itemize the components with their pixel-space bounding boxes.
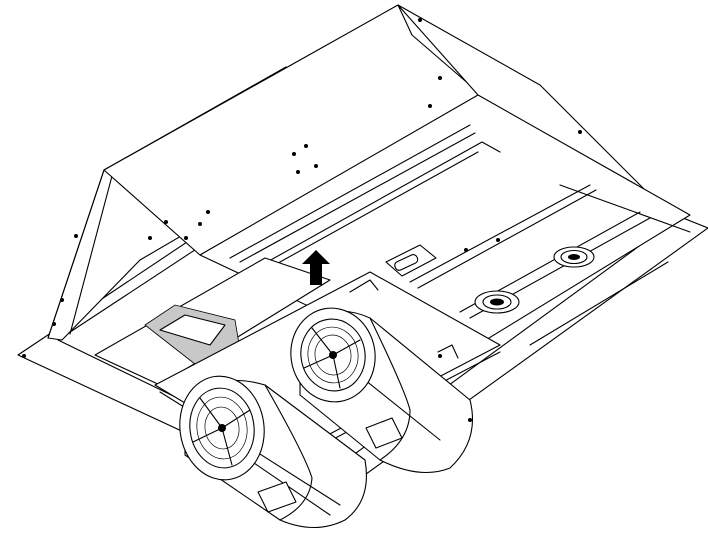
- light-2: [553, 246, 595, 268]
- front-blower: [179, 375, 367, 528]
- junction-box: [385, 244, 437, 277]
- up-arrow-icon: [302, 250, 330, 285]
- inner-cavity: [94, 257, 331, 386]
- top-hood-panel: [103, 4, 651, 256]
- mounting-holes: [22, 18, 582, 422]
- light-1: [474, 290, 520, 314]
- rear-blower: [290, 307, 474, 473]
